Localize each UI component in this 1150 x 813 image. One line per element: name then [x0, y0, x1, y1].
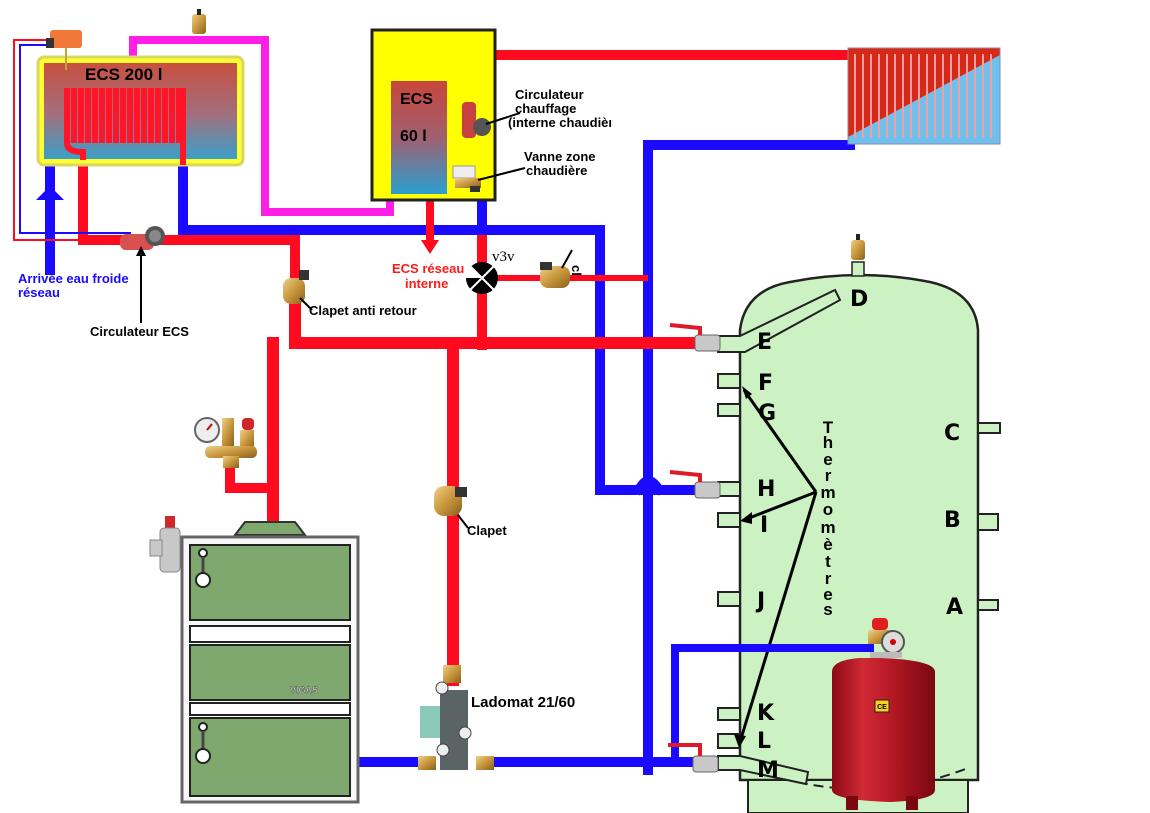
expansion-vessel: CE [832, 618, 935, 810]
port-label-c: C [944, 421, 960, 446]
port-label-k: K [757, 701, 775, 726]
dip-tube [717, 288, 842, 353]
svg-text:s: s [823, 600, 832, 619]
expansion-pipe [671, 644, 874, 766]
circulator-heating-label: Circulateur [515, 87, 584, 102]
port-label-h: H [757, 477, 775, 502]
zone-valve-icon [452, 165, 481, 192]
zone-valve-label: Vanne zone [524, 149, 596, 164]
air-vent-icon [192, 9, 206, 34]
port-label-l: L [757, 729, 771, 754]
v3v-label: v3v [492, 249, 515, 265]
port-a-stub [977, 599, 999, 611]
ladomat-label: Ladomat 21/60 [471, 694, 575, 711]
port-label-a: A [946, 595, 963, 620]
thermometer-arrows [738, 389, 818, 743]
port-b-stub [977, 513, 999, 531]
safety-group-icon [194, 417, 257, 468]
port-h-stub [717, 481, 741, 497]
annotations: Circulateur chauffage (interne chaudièı … [18, 87, 612, 711]
svg-text:(interne chaudièı: (interne chaudièı [508, 115, 612, 130]
svg-text:m: m [820, 518, 835, 537]
wall-boiler: ECS 60 l [370, 28, 497, 202]
radiator-return-pipe [643, 140, 855, 775]
port-label-j: J [755, 589, 765, 614]
port-label-f: F [758, 371, 773, 396]
ecs-60-tank [391, 81, 447, 194]
ecs-200-tank: ECS 200 l [36, 30, 245, 200]
arrow-head-icon [740, 512, 752, 524]
thermostat-icon [46, 30, 82, 70]
port-label-g: G [758, 401, 776, 426]
ecs-60-label: ECS [400, 91, 433, 108]
recirculation-pipe [129, 36, 394, 216]
svg-text:interne: interne [405, 276, 448, 291]
ball-valve-h-icon [669, 470, 721, 499]
check-valve-label: Clapet anti retour [309, 303, 417, 318]
svg-text:t: t [825, 552, 831, 571]
cl-check-valve-icon [540, 262, 570, 288]
boiler-brand: VIGAS [290, 685, 318, 695]
door-handle-icon [195, 722, 211, 764]
svg-text:T: T [823, 418, 834, 437]
tank-air-vent-icon [851, 234, 865, 260]
port-label-e: E [757, 330, 772, 355]
svg-text:r: r [825, 569, 832, 588]
arrow-head-icon [734, 734, 746, 748]
svg-text:o: o [823, 500, 833, 519]
v3v-valve-icon [465, 262, 498, 294]
svg-text:è: è [823, 535, 832, 554]
safety-valve-icon [872, 618, 888, 630]
check-valve-icon [283, 270, 309, 304]
ball-valve-e-icon [669, 323, 721, 352]
cold-water-label: Arrivée eau froide [18, 271, 129, 286]
ladomat-icon [418, 665, 494, 770]
svg-text:r: r [825, 466, 832, 485]
door-handle-icon [195, 548, 211, 588]
clapet-icon [434, 486, 467, 516]
ecs-coil-return-pipe [178, 160, 645, 495]
svg-text:chaudière: chaudière [526, 163, 587, 178]
clapet-label: Clapet [467, 523, 507, 538]
tank-body [738, 273, 980, 782]
svg-text:e: e [823, 450, 832, 469]
arrow-head-icon [742, 386, 752, 399]
ecs-circulator-icon [120, 226, 165, 250]
port-c-stub [977, 422, 1001, 434]
svg-text:CE: CE [877, 704, 887, 711]
ecs-coil-supply-pipe [78, 155, 300, 290]
svg-text:chauffage: chauffage [515, 101, 576, 116]
port-g-stub [717, 403, 741, 417]
svg-text:m: m [820, 483, 835, 502]
ecs-circulator-label: Circulateur ECS [90, 324, 189, 339]
port-j-stub [717, 591, 741, 607]
port-k-stub [717, 707, 741, 721]
ce-mark-icon [874, 699, 890, 713]
ecs-200-label: ECS 200 l [85, 65, 163, 84]
pressure-reducer-icon [149, 516, 181, 573]
pipes [13, 36, 874, 775]
svg-text:e: e [823, 585, 832, 604]
buffer-tank: D E F G H I J K L M C B A T h e r m o m … [717, 234, 1001, 813]
radiator [847, 47, 1001, 145]
port-f-stub [717, 373, 741, 389]
svg-text:h: h [823, 433, 833, 452]
port-label-m: M [757, 758, 779, 783]
ecs-60-capacity: 60 l [400, 128, 427, 145]
cold-water-arrow-icon [36, 186, 64, 200]
port-i-stub [717, 512, 741, 528]
heating-coil [64, 88, 186, 165]
cl-label: cl [569, 265, 584, 276]
main-supply-header [289, 294, 706, 349]
solid-fuel-boiler: VIGAS [180, 521, 360, 804]
svg-text:réseau: réseau [18, 285, 60, 300]
port-label-b: B [944, 508, 961, 533]
heating-circulator-icon [462, 102, 491, 138]
ecs-internal-label: ECS réseau [392, 261, 464, 276]
port-label-i: I [760, 513, 768, 538]
port-label-d: D [850, 287, 868, 312]
thermometres-label: T h e r m o m è t r e s [820, 418, 835, 619]
ball-valve-m-icon [668, 743, 719, 773]
